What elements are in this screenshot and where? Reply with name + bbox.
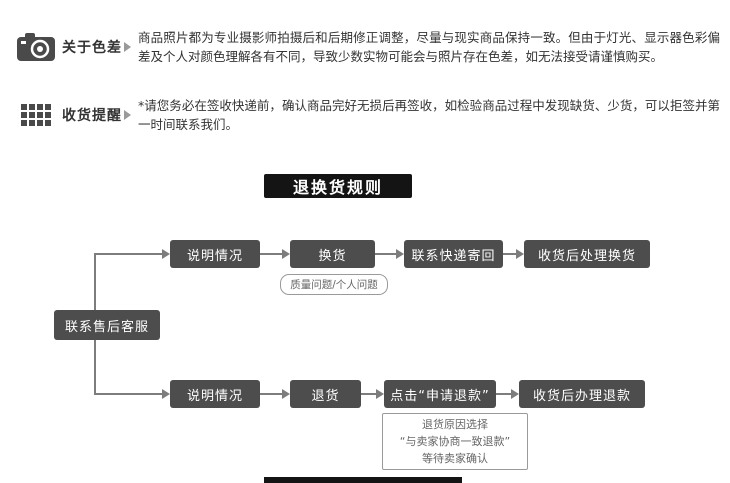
- grid-icon: [10, 104, 62, 126]
- flow-connector: [503, 253, 516, 255]
- flow-node-explain-situation-refund: 说明情况: [170, 380, 260, 408]
- arrow-right-icon: [376, 389, 384, 399]
- flow-connector-bottom: [95, 393, 162, 395]
- arrow-right-icon: [516, 249, 524, 259]
- section-title-return-exchange-rules: 退换货规则: [264, 174, 412, 198]
- flow-node-contact-aftersales: 联系售后客服: [54, 310, 160, 340]
- notice-text-delivery-reminder: *请您务必在签收快递前，确认商品完好无损后再签收，如检验商品过程中发现缺货、少货…: [138, 98, 720, 132]
- arrow-right-icon: [511, 389, 519, 399]
- notice-row-delivery-reminder: 收货提醒 *请您务必在签收快递前，确认商品完好无损后再签收，如检验商品过程中发现…: [10, 96, 720, 134]
- flow-note-line: 等待卖家确认: [422, 452, 488, 465]
- flow-node-click-apply-refund: 点击“申请退款”: [384, 380, 496, 408]
- notice-label-delivery-reminder: 收货提醒: [62, 108, 122, 124]
- caret-right-icon: [124, 42, 138, 52]
- arrow-right-icon: [282, 389, 290, 399]
- flow-connector: [496, 393, 511, 395]
- flow-node-exchange-goods: 换货: [290, 240, 375, 268]
- notice-label-color-difference: 关于色差: [62, 40, 122, 56]
- flow-note-quality-or-personal-issue: 质量问题/个人问题: [280, 274, 388, 295]
- flow-note-line: 退货原因选择: [422, 418, 488, 431]
- notice-text-color-difference: 商品照片都为专业摄影师拍摄后和后期修正调整，尽量与现实商品保持一致。但由于灯光、…: [138, 30, 720, 64]
- flow-node-explain-situation-exchange: 说明情况: [170, 240, 260, 268]
- flow-note-line: “与卖家协商一致退款”: [399, 435, 511, 448]
- arrow-right-icon: [396, 249, 404, 259]
- flow-node-process-exchange-after-receipt: 收货后处理换货: [524, 240, 650, 268]
- partial-next-section-bar: [264, 477, 462, 483]
- flow-connector-top: [95, 253, 162, 255]
- flow-note-refund-reason: 退货原因选择 “与卖家协商一致退款” 等待卖家确认: [382, 413, 528, 470]
- flow-node-process-refund-after-receipt: 收货后办理退款: [519, 380, 645, 408]
- arrow-right-icon: [162, 389, 170, 399]
- flow-connector: [361, 393, 376, 395]
- flow-node-return-goods: 退货: [290, 380, 361, 408]
- arrow-right-icon: [282, 249, 290, 259]
- notice-row-color-difference: 关于色差 商品照片都为专业摄影师拍摄后和后期修正调整，尽量与现实商品保持一致。但…: [10, 28, 720, 66]
- flow-connector: [375, 253, 396, 255]
- flow-node-contact-courier-return: 联系快递寄回: [404, 240, 503, 268]
- flow-connector: [260, 393, 282, 395]
- flow-connector: [260, 253, 282, 255]
- camera-icon: [10, 31, 62, 63]
- arrow-right-icon: [162, 249, 170, 259]
- caret-right-icon: [124, 110, 138, 120]
